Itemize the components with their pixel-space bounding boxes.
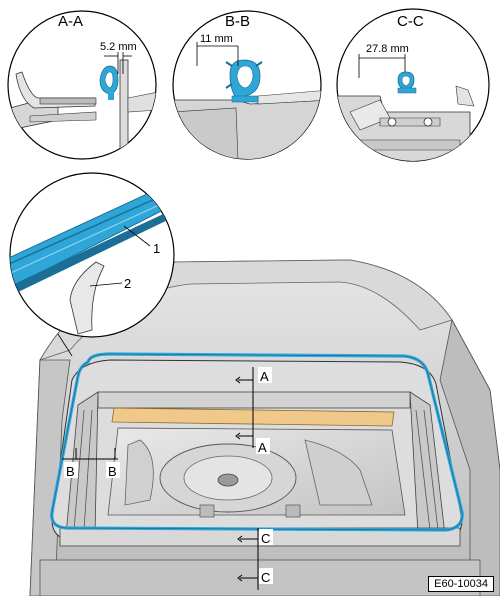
leader-line [57, 333, 73, 357]
detail-circle-cc: C-C 27.8 mm [336, 8, 490, 162]
section-cc-title: C-C [397, 13, 424, 30]
figure-code: E60-10034 [428, 576, 494, 592]
callout-2-label: 2 [124, 276, 131, 291]
detail-circle-aa: A-A 5.2 mm [7, 10, 157, 160]
detail-circle-seal-install: 1 2 [9, 172, 175, 338]
section-aa-title: A-A [58, 13, 83, 30]
marker-a-lower: A [258, 440, 267, 455]
section-aa-dimension: 5.2 mm [100, 41, 137, 53]
detail-circle-bb: B-B 11 mm [172, 10, 322, 160]
callout-1-label: 1 [153, 241, 160, 256]
marker-c-upper: C [261, 531, 270, 546]
section-markers: A A B B C C [64, 367, 273, 585]
marker-b-left: B [66, 464, 75, 479]
section-lines [62, 367, 259, 590]
section-bb-dimension: 11 mm [200, 33, 233, 45]
section-bb-title: B-B [225, 13, 250, 30]
marker-c-lower: C [261, 570, 270, 585]
marker-a-upper: A [260, 369, 269, 384]
marker-b-right: B [108, 464, 117, 479]
section-cc-dimension: 27.8 mm [366, 43, 409, 55]
